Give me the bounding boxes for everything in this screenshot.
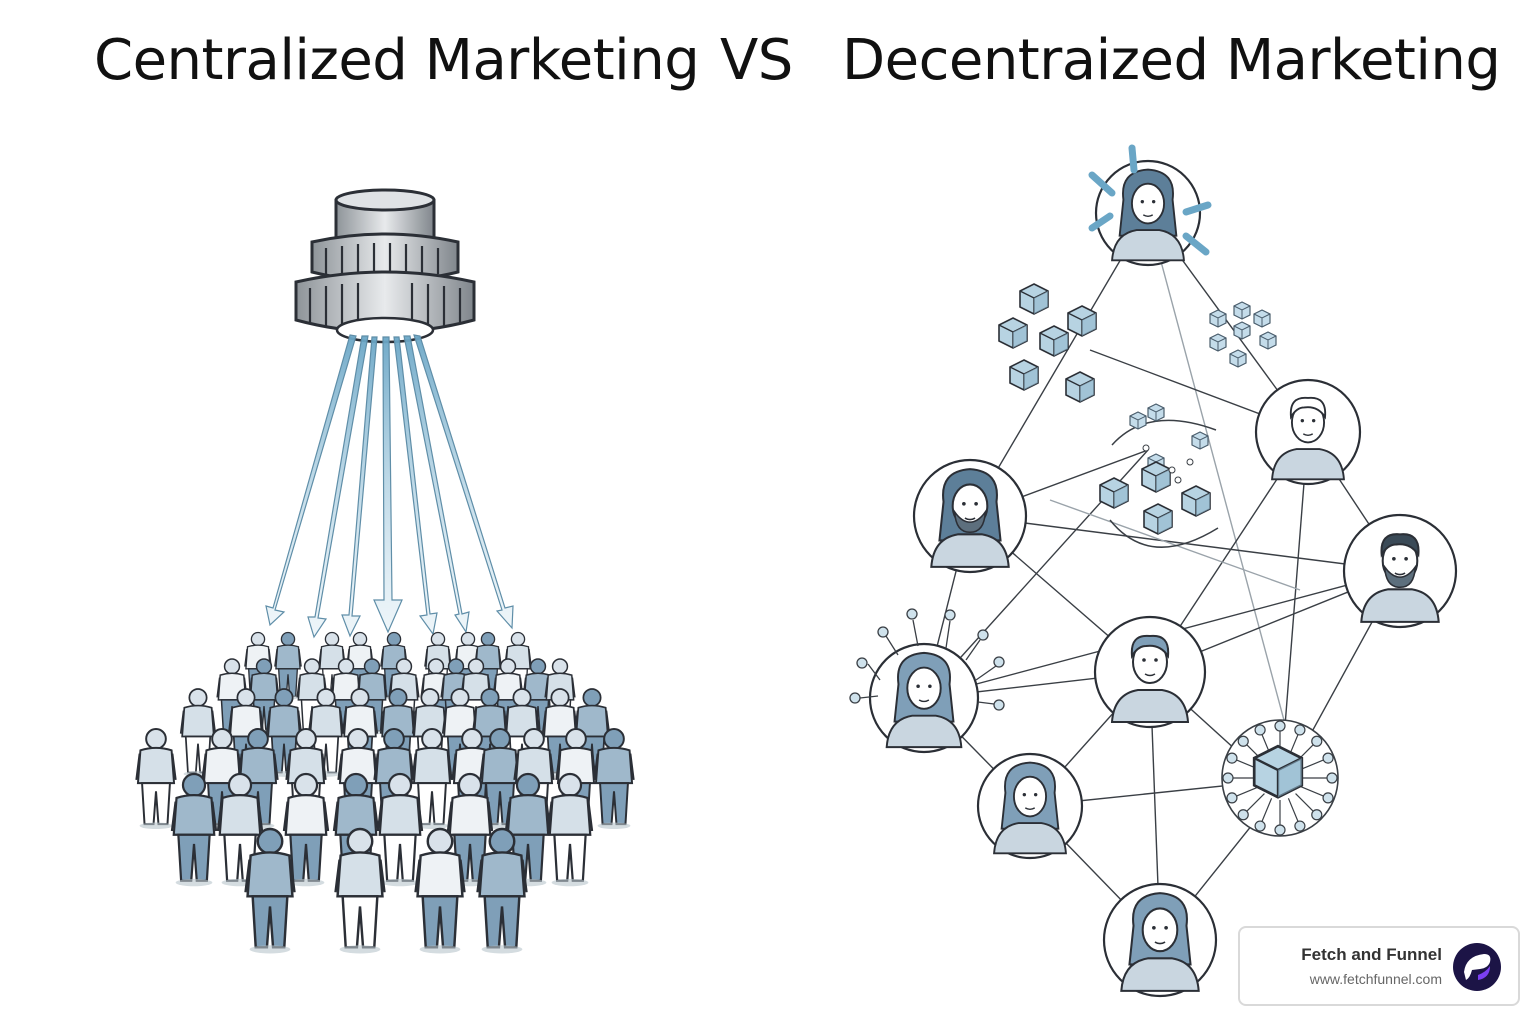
hub-cube-icon xyxy=(1221,719,1339,837)
person-figure xyxy=(135,728,177,830)
broadcast-tower-icon xyxy=(294,188,476,344)
person-figure xyxy=(476,827,528,954)
brand-name: Fetch and Funnel xyxy=(1301,945,1442,964)
person-node-icon xyxy=(1093,615,1207,729)
person-node-icon xyxy=(976,752,1084,860)
node-signal-dots xyxy=(849,608,1005,711)
centralized-title: Centralized Marketing xyxy=(94,28,700,93)
person-node-icon xyxy=(912,458,1028,574)
network-nodes xyxy=(868,159,1458,998)
person-figure xyxy=(244,827,296,954)
person-figure xyxy=(334,827,386,954)
person-figure xyxy=(411,728,453,830)
brand-url[interactable]: www.fetchfunnel.com xyxy=(1309,971,1442,987)
person-node-icon xyxy=(1342,513,1458,629)
person-figure xyxy=(546,772,594,887)
decentralized-title: Decentraized Marketing xyxy=(842,28,1501,93)
person-figure xyxy=(282,772,330,887)
vs-label: VS xyxy=(720,28,793,93)
fetch-funnel-logo-icon xyxy=(1453,943,1501,991)
cube-cluster-center xyxy=(1099,403,1219,548)
person-figure xyxy=(307,688,345,777)
person-node-icon xyxy=(868,642,980,754)
person-figure xyxy=(170,772,218,887)
person-figure xyxy=(593,728,635,830)
crowd xyxy=(135,631,635,954)
brand-badge[interactable]: Fetch and Funnel www.fetchfunnel.com xyxy=(1238,926,1520,1006)
person-figure xyxy=(414,827,466,954)
cube-cluster-small xyxy=(1209,301,1277,368)
person-node-icon xyxy=(1102,882,1218,998)
person-node-icon xyxy=(1094,159,1202,267)
broadcast-beams xyxy=(265,334,514,639)
person-node-icon xyxy=(1254,378,1362,486)
top-node-ties xyxy=(1088,144,1212,256)
person-figure xyxy=(376,772,424,887)
